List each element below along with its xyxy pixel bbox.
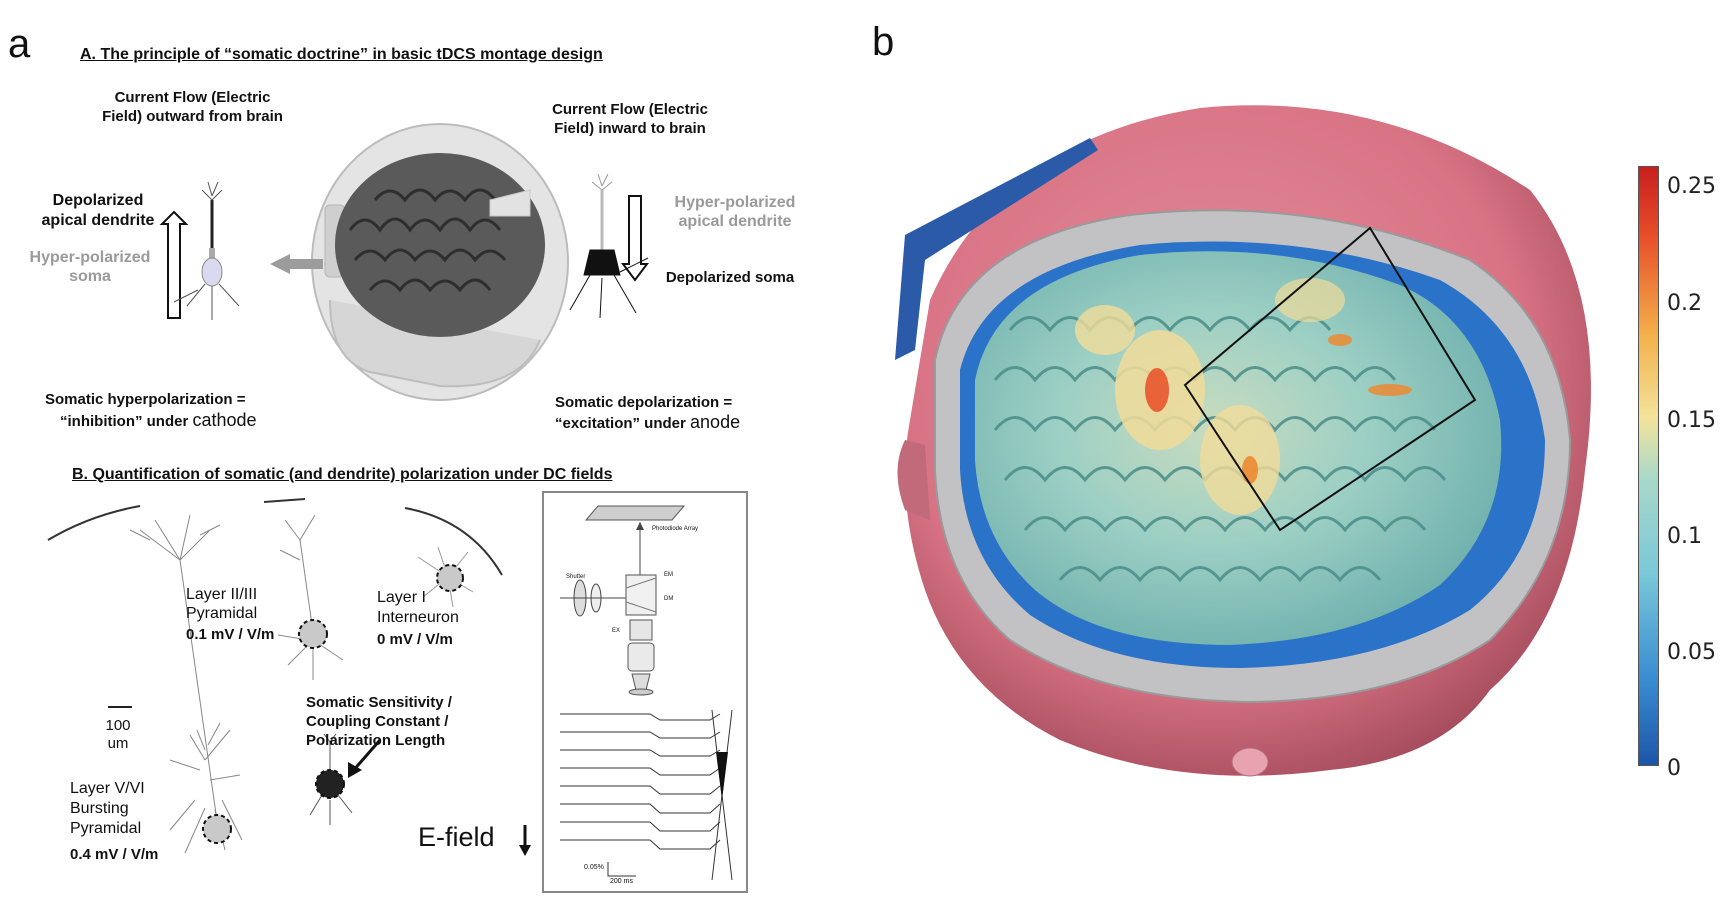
layer23-name: Layer II/III Pyramidal [186, 586, 258, 622]
colorbar-tick-0.25: 0.25 [1667, 174, 1716, 199]
panel-a-letter: a [8, 22, 31, 66]
efield-hotspots [1075, 278, 1412, 515]
inset-shutter-label: Shutter [566, 574, 586, 580]
optics-body [625, 574, 657, 616]
electrode-outline [1183, 226, 1477, 532]
nasion-bump [1231, 747, 1269, 777]
layer1-name: Layer I Interneuron [377, 589, 459, 626]
layer56-name: Layer V/VI Bursting Pyramidal [70, 780, 145, 837]
inset-dm-label: DM [664, 596, 674, 602]
left-depolarized-label: Depolarized apical dendrite [41, 192, 155, 229]
colorbar-tick-0.2: 0.2 [1667, 291, 1702, 316]
right-neuron [569, 173, 649, 319]
right-summary-line1: Somatic depolarization = [555, 394, 733, 411]
left-summary-prefix: “inhibition” under [60, 413, 193, 430]
sensitivity-arrow [350, 739, 382, 773]
sensitivity-label: Somatic Sensitivity / Coupling Constant … [306, 694, 452, 749]
left-current-flow-label: Current Flow (Electric Field) outward fr… [102, 89, 283, 125]
layer56-soma [202, 814, 232, 844]
inset-em-label: EM [664, 572, 673, 578]
sensitivity-arrowhead [348, 762, 362, 778]
layer1-value: 0 mV / V/m [377, 631, 453, 648]
left-neuron [173, 181, 240, 320]
trace-scale-bar [607, 862, 636, 877]
outward-flow-arrow [270, 254, 323, 274]
right-summary-prefix: “excitation” under [555, 415, 691, 432]
sensitivity-soma [315, 769, 345, 799]
cathode-word: cathode [192, 410, 257, 430]
anode-word: anode [690, 412, 741, 432]
electrode-pad [895, 138, 1098, 360]
section-b-title: B. Quantification of somatic (and dendri… [72, 466, 613, 483]
panel-b-letter: b [872, 20, 895, 64]
left-summary-line2: “inhibition” under cathode [60, 411, 320, 431]
layer23-neuron [277, 514, 344, 680]
layer56-value: 0.4 mV / V/m [70, 846, 159, 863]
layer1-soma [436, 564, 464, 592]
right-summary-line2: “excitation” under anode [555, 413, 815, 433]
efield-arrowhead [519, 845, 531, 856]
scale-unit: um [107, 735, 129, 752]
left-summary-line1: Somatic hyperpolarization = [45, 391, 246, 408]
inset-ex-label: EX [612, 628, 621, 634]
layer56-neuron [129, 514, 243, 854]
inset-scale-ms: 200 ms [610, 878, 633, 885]
colorbar-tick-0.1: 0.1 [1667, 524, 1702, 549]
inset-photodiode-label: Photodiode Array [652, 526, 699, 532]
right-depolarized-label: Depolarized soma [665, 269, 795, 286]
photodiode-array-plate [584, 505, 686, 521]
layer23-soma [298, 619, 328, 649]
efield-label: E-field [418, 822, 495, 852]
optical-traces [560, 713, 721, 850]
inset-scale-pct: 0.05% [584, 864, 604, 871]
colorbar-tick-0.05: 0.05 [1667, 640, 1716, 665]
colorbar [1638, 166, 1659, 766]
layer23-value: 0.1 mV / V/m [186, 626, 275, 643]
right-down-arrow [621, 195, 649, 282]
right-hyperpolarized-label: Hyper-polarized apical dendrite [674, 194, 796, 230]
left-up-arrow [159, 210, 189, 319]
colorbar-tick-0.15: 0.15 [1667, 408, 1716, 433]
colorbar-tick-0: 0 [1667, 756, 1681, 781]
sensitivity-neuron [309, 733, 353, 825]
head-model [311, 123, 569, 401]
section-a-title: A. The principle of “somatic doctrine” i… [80, 46, 603, 63]
left-hyperpolarized-label: Hyper-polarized soma [29, 249, 151, 285]
scale-value: 100 [105, 717, 131, 734]
right-current-flow-label: Current Flow (Electric Field) inward to … [552, 101, 708, 137]
